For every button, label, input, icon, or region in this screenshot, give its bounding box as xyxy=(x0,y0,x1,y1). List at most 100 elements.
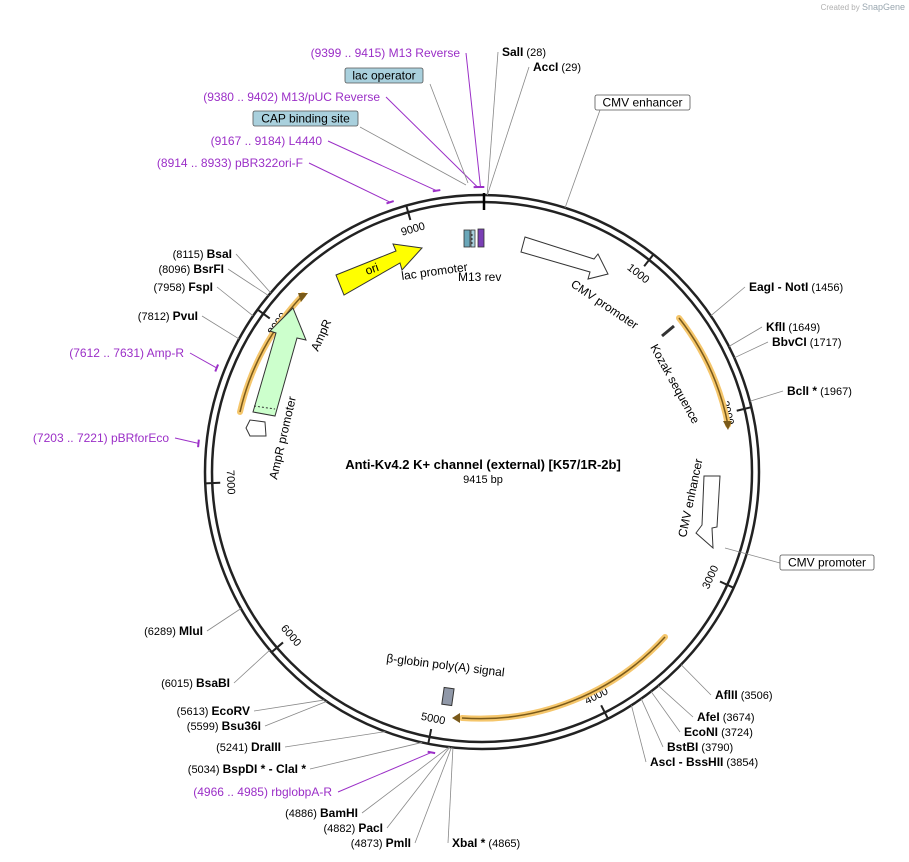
enzyme-label: AscI - BssHII (3854) xyxy=(650,755,758,769)
enzyme-name: PacI xyxy=(358,821,383,835)
enzyme-label: (6015) BsaBI xyxy=(161,676,230,690)
enzyme-position: (4886) xyxy=(285,808,320,820)
lac-operator-block xyxy=(463,229,471,248)
enzyme-position: (8096) xyxy=(158,264,193,276)
enzyme-label: XbaI * (4865) xyxy=(452,836,520,850)
m13-rev-block xyxy=(477,228,485,248)
enzyme-position: (8115) xyxy=(173,249,207,261)
enzyme-label: (4886) BamHI xyxy=(285,806,358,820)
ampr-promoter-arrow xyxy=(245,419,267,437)
enzyme-leader xyxy=(447,747,454,844)
primer-mark xyxy=(214,364,219,372)
enzyme-leader xyxy=(264,701,327,727)
enzyme-name: AfeI xyxy=(697,710,720,724)
tick-5000 xyxy=(427,728,433,744)
enzyme-leader xyxy=(486,66,530,196)
primer-mark xyxy=(427,750,436,755)
enzyme-leader xyxy=(749,390,784,402)
enzyme-site: XbaI * (4865) xyxy=(452,836,520,850)
enzyme-leader xyxy=(361,746,450,814)
enzyme-label: BstBI (3790) xyxy=(667,740,733,754)
label-beta-globin: β-globin poly(A) signal xyxy=(386,651,506,679)
enzyme-site: BclI * (1967) xyxy=(787,384,852,398)
enzyme-site: KflI (1649) xyxy=(766,320,820,334)
label-kozak: Kozak sequence xyxy=(647,342,702,427)
enzyme-position: (1649) xyxy=(785,322,820,334)
tick-9000 xyxy=(405,205,412,221)
enzyme-label: (7812) PvuI xyxy=(138,309,198,323)
feature-box-label: CMV promoter xyxy=(788,556,866,570)
enzyme-site: BstBI (3790) xyxy=(667,740,733,754)
primer-leader xyxy=(327,140,437,192)
tick-label-6000: 6000 xyxy=(278,623,303,649)
enzyme-leader xyxy=(235,253,272,294)
enzyme-site: (5034) BspDI * - ClaI * xyxy=(188,762,307,776)
tick-label-9000: 9000 xyxy=(400,220,427,238)
tick-7000 xyxy=(205,481,221,485)
enzyme-site: (6289) MluI xyxy=(144,624,203,638)
enzyme-name: EcoRV xyxy=(212,704,250,718)
primer-sites: (9399 .. 9415) M13 Reverse(9380 .. 9402)… xyxy=(33,46,485,799)
enzyme-name: AscI - BssHII xyxy=(650,755,723,769)
primer-leader xyxy=(337,752,432,793)
primer-label: (7203 .. 7221) pBRforEco xyxy=(33,431,169,445)
enzyme-label: AfeI (3674) xyxy=(697,710,755,724)
tick-4000 xyxy=(600,704,609,720)
box-leader xyxy=(564,109,601,209)
enzyme-name: BspDI * - ClaI * xyxy=(223,762,307,776)
primer-mark xyxy=(432,189,441,193)
label-m13-rev: M13 rev xyxy=(458,270,501,284)
enzyme-site: AfeI (3674) xyxy=(697,710,755,724)
enzyme-label: AflII (3506) xyxy=(715,688,773,702)
feature-box-label: CAP binding site xyxy=(261,112,350,126)
enzyme-name: MluI xyxy=(179,624,203,638)
box-leader xyxy=(724,547,781,564)
feature-box xyxy=(252,110,359,127)
feature-box-label: CMV enhancer xyxy=(602,96,682,110)
enzyme-site: AccI (29) xyxy=(533,60,581,74)
enzyme-name: EagI - NotI xyxy=(749,280,808,294)
enzyme-label: SalI (28) xyxy=(502,45,546,59)
enzyme-position: (4865) xyxy=(485,838,520,850)
enzyme-site: (7958) FspI xyxy=(153,280,213,294)
feature-box xyxy=(594,94,691,111)
enzyme-position: (3674) xyxy=(720,712,755,724)
enzyme-position: (4882) xyxy=(323,823,358,835)
enzyme-name: SalI xyxy=(502,45,523,59)
enzyme-name: Bsu36I xyxy=(222,719,261,733)
enzyme-leader xyxy=(630,705,647,763)
orf-arrow-bottom xyxy=(461,636,666,720)
enzyme-label: (4882) PacI xyxy=(323,821,383,835)
primer-leader xyxy=(189,352,217,369)
enzyme-label: KflI (1649) xyxy=(766,320,820,334)
enzyme-site: EagI - NotI (1456) xyxy=(749,280,843,294)
enzyme-label: (5599) Bsu36I xyxy=(187,719,261,733)
enzyme-name: BbvCI xyxy=(772,335,807,349)
primer-leader xyxy=(308,162,391,203)
enzyme-position: (29) xyxy=(558,62,581,74)
kozak-mark xyxy=(661,324,675,338)
enzyme-label: (6289) MluI xyxy=(144,624,203,638)
ampr-arrow xyxy=(252,307,307,417)
enzyme-site: (4882) PacI xyxy=(323,821,383,835)
label-ori: ori xyxy=(363,260,380,278)
primer-leader xyxy=(385,96,478,188)
enzyme-name: BsaBI xyxy=(196,676,230,690)
feature-box xyxy=(344,67,424,84)
enzyme-name: BamHI xyxy=(320,806,358,820)
primer-leader xyxy=(465,52,481,188)
enzyme-label: EagI - NotI (1456) xyxy=(749,280,843,294)
tick-6000 xyxy=(270,641,284,653)
primer-mark xyxy=(197,439,200,448)
enzyme-leader xyxy=(728,326,763,347)
enzyme-label: (8096) BsrFI xyxy=(158,262,224,276)
enzyme-position: (5241) xyxy=(216,742,251,754)
enzyme-position: (1456) xyxy=(808,282,843,294)
enzyme-leader xyxy=(386,746,451,829)
orf-arrow-right xyxy=(678,317,729,426)
label-ampr: AmpR xyxy=(308,317,334,353)
orf-arrowhead-bottom xyxy=(452,713,460,723)
enzyme-position: (6015) xyxy=(161,678,196,690)
